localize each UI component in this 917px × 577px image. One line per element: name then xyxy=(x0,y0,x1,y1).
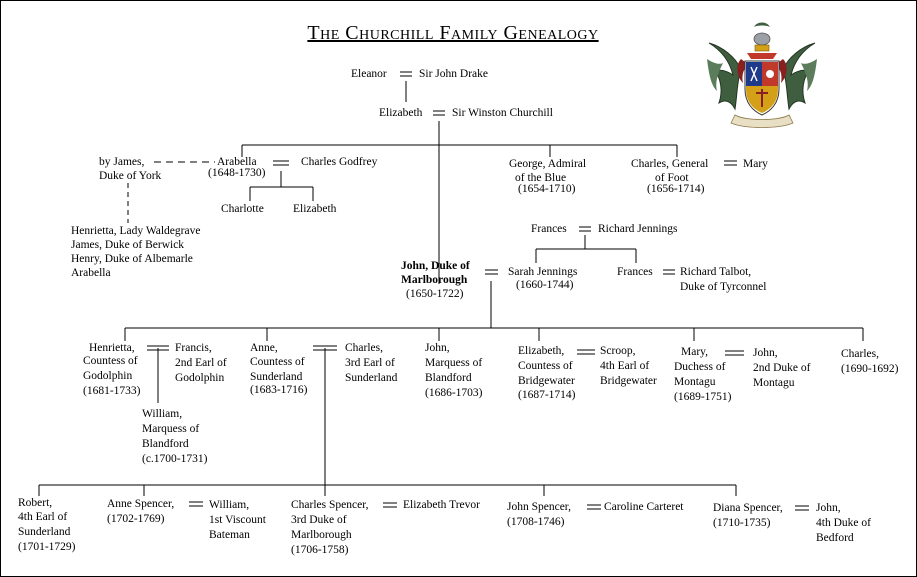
person-frances-sr: Frances xyxy=(531,223,567,235)
person-henry-albemarle: Henry, Duke of Albemarle xyxy=(71,253,193,265)
person-henrietta-waldegrave: Henrietta, Lady Waldegrave xyxy=(71,225,201,237)
person-charlotte: Charlotte xyxy=(221,203,264,215)
marriage-elizabeth-winston xyxy=(433,110,445,116)
person-frances-jr: Frances xyxy=(617,266,653,278)
page-title: The Churchill Family Genealogy xyxy=(307,22,599,44)
marriage-john-sarah xyxy=(485,269,498,275)
marriage-elizabeth-scroop xyxy=(577,349,595,355)
person-charles-godfrey: Charles Godfrey xyxy=(301,156,378,168)
line-godfrey-children xyxy=(249,171,314,201)
coat-of-arms-icon xyxy=(707,22,817,128)
person-elizabeth-godfrey: Elizabeth xyxy=(293,203,337,215)
marriage-charles-mary xyxy=(724,160,737,166)
marriage-frances-talbot xyxy=(663,269,675,275)
marriage-mary-john xyxy=(725,350,744,356)
person-caroline-carteret: Caroline Carteret xyxy=(604,501,684,513)
marriage-arabella-godfrey xyxy=(273,160,289,166)
person-sir-winston-churchill: Sir Winston Churchill xyxy=(452,107,553,119)
person-james-berwick: James, Duke of Berwick xyxy=(71,239,185,251)
person-elizabeth-trevor: Elizabeth Trevor xyxy=(403,499,480,511)
person-sir-john-drake: Sir John Drake xyxy=(419,68,488,80)
marriage-frances-jennings xyxy=(579,226,591,232)
person-richard-jennings: Richard Jennings xyxy=(598,223,678,235)
person-mary: Mary xyxy=(743,158,768,170)
marriage-diana-john xyxy=(795,505,809,511)
person-arabella-fitzjames: Arabella xyxy=(71,267,111,279)
marriage-charles-elizabeth xyxy=(383,502,397,508)
marriage-john-caroline xyxy=(587,504,601,510)
person-eleanor: Eleanor xyxy=(351,68,387,80)
marriage-eleanor-drake xyxy=(400,71,412,77)
line-jennings-children xyxy=(535,235,637,263)
marriage-anne-william xyxy=(189,501,203,507)
person-elizabeth-drake: Elizabeth xyxy=(379,107,423,119)
